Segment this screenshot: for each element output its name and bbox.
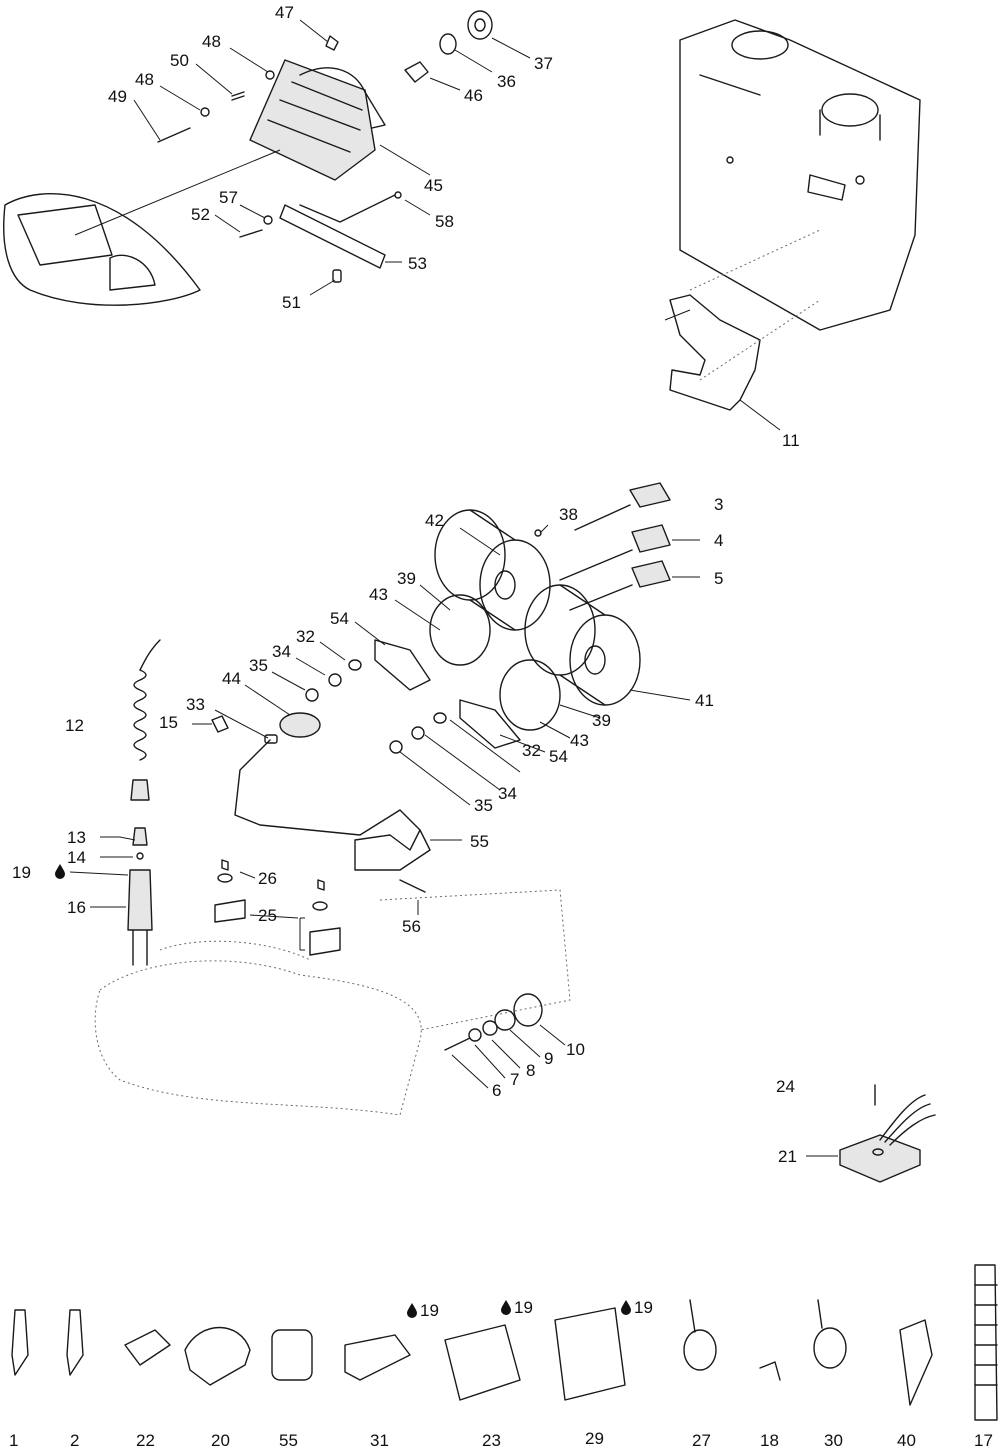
- callout-4: 4: [714, 531, 723, 550]
- callout-55: 55: [470, 832, 489, 851]
- gauge-cluster: [211, 482, 671, 893]
- callout-55-bottom: 55: [279, 1431, 298, 1450]
- callout-57: 57: [219, 188, 238, 207]
- callout-38: 38: [559, 505, 578, 524]
- oil-tank-assembly: [664, 19, 921, 411]
- callout-3: 3: [714, 495, 723, 514]
- oil-drop-icon: [621, 1300, 631, 1315]
- harness-and-body: [94, 639, 936, 1183]
- callout-32: 32: [296, 627, 315, 646]
- callout-43-lower: 43: [570, 731, 589, 750]
- oil-drop-icon: [501, 1300, 511, 1315]
- callout-52: 52: [191, 205, 210, 224]
- callout-5: 5: [714, 569, 723, 588]
- callout-2: 2: [70, 1431, 79, 1450]
- callout-39-lower: 39: [592, 711, 611, 730]
- callout-49: 49: [108, 87, 127, 106]
- callout-26: 26: [258, 869, 277, 888]
- callout-40: 40: [897, 1431, 916, 1450]
- callout-42: 42: [425, 511, 444, 530]
- headlight-assembly: [3, 10, 493, 306]
- callout-24: 24: [776, 1077, 795, 1096]
- callout-19-connector-31: 19: [420, 1301, 439, 1320]
- callout-53: 53: [408, 254, 427, 273]
- callout-41: 41: [695, 691, 714, 710]
- callout-15: 15: [159, 713, 178, 732]
- callout-34-lower: 34: [498, 784, 517, 803]
- callout-54-lower: 54: [549, 747, 568, 766]
- callout-30: 30: [824, 1431, 843, 1450]
- callout-14: 14: [67, 848, 86, 867]
- callout-19-connector-29: 19: [634, 1298, 653, 1317]
- callout-32-lower: 32: [522, 741, 541, 760]
- callout-1: 1: [9, 1431, 18, 1450]
- callout-34: 34: [272, 642, 291, 661]
- callout-21: 21: [778, 1147, 797, 1166]
- callout-58: 58: [435, 212, 454, 231]
- oil-drop-icon: [407, 1303, 417, 1318]
- callout-48-lower: 48: [135, 70, 154, 89]
- callout-36: 36: [497, 72, 516, 91]
- callout-27: 27: [692, 1431, 711, 1450]
- callout-37: 37: [534, 54, 553, 73]
- callout-48: 48: [202, 32, 221, 51]
- callout-11: 11: [782, 431, 800, 450]
- callout-labels: 47 48 50 48 49 37 36 46 45 57 52 58 53 5…: [9, 3, 993, 1450]
- callout-33: 33: [186, 695, 205, 714]
- callout-8: 8: [526, 1061, 535, 1080]
- callout-56: 56: [402, 917, 421, 936]
- callout-46: 46: [464, 86, 483, 105]
- callout-18: 18: [760, 1431, 779, 1450]
- callout-29: 29: [585, 1429, 604, 1448]
- callout-43: 43: [369, 585, 388, 604]
- callout-54: 54: [330, 609, 349, 628]
- callout-44: 44: [222, 669, 241, 688]
- callout-25: 25: [258, 906, 277, 925]
- callout-13: 13: [67, 828, 86, 847]
- callout-7: 7: [510, 1070, 519, 1089]
- callout-50: 50: [170, 51, 189, 70]
- callout-20: 20: [211, 1431, 230, 1450]
- callout-23: 23: [482, 1431, 501, 1450]
- loose-parts-row: [11, 1264, 998, 1421]
- oil-drop-icon: [55, 864, 65, 879]
- callout-6: 6: [492, 1081, 501, 1100]
- callout-31: 31: [370, 1431, 389, 1450]
- callout-10: 10: [566, 1040, 585, 1059]
- leader-lines: [69, 19, 838, 1157]
- callout-19-connector-23: 19: [514, 1298, 533, 1317]
- callout-12: 12: [65, 716, 84, 735]
- callout-39: 39: [397, 569, 416, 588]
- callout-35-lower: 35: [474, 796, 493, 815]
- callout-35: 35: [249, 656, 268, 675]
- callout-45: 45: [424, 176, 443, 195]
- callout-51: 51: [282, 293, 301, 312]
- callout-19: 19: [12, 863, 31, 882]
- callout-22: 22: [136, 1431, 155, 1450]
- callout-16: 16: [67, 898, 86, 917]
- callout-47: 47: [275, 3, 294, 22]
- callout-9: 9: [544, 1049, 553, 1068]
- callout-17: 17: [974, 1431, 993, 1450]
